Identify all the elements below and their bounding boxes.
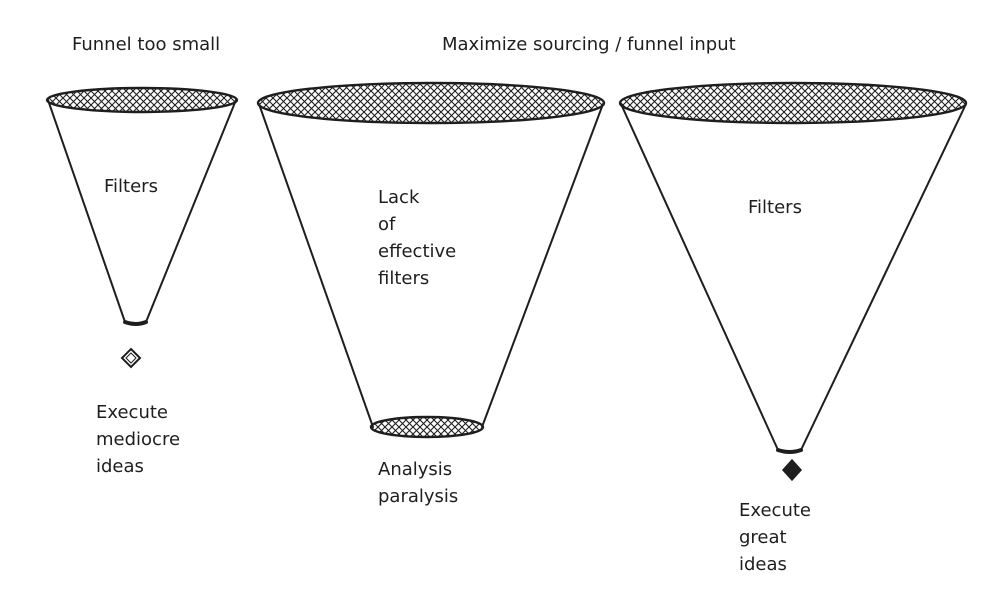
- funnel-effective-output-label: Execute great ideas: [739, 500, 817, 575]
- funnel-wide-bottom-rim: [369, 415, 485, 439]
- funnel-wide-body-label: Lack of effective filters: [378, 187, 462, 289]
- funnel-wide-outlet: Lack of effective filters Analysis paral…: [256, 81, 606, 507]
- filled-diamond-icon: [781, 458, 803, 482]
- funnel-small-left-wall: [47, 99, 126, 323]
- funnel-effective-right-wall: [800, 103, 967, 451]
- funnel-small-output-label: Execute mediocre ideas: [96, 402, 186, 477]
- funnel-small: Filters Execute mediocre ideas: [45, 86, 239, 477]
- funnel-wide-top-rim: [256, 81, 606, 125]
- funnel-effective-top-rim: [618, 81, 968, 125]
- heading-funnel-too-small: Funnel too small: [72, 34, 220, 55]
- funnel-small-outlet: [123, 320, 148, 326]
- funnel-small-right-wall: [145, 99, 237, 323]
- funnel-wide-left-wall: [258, 103, 374, 428]
- hollow-diamond-icon: [120, 347, 142, 369]
- funnel-effective-outlet: [776, 448, 803, 454]
- funnel-wide-right-wall: [481, 103, 604, 428]
- funnel-small-top-rim: [45, 86, 239, 114]
- funnel-wide-output-label: Analysis paralysis: [378, 459, 458, 507]
- heading-maximize-sourcing: Maximize sourcing / funnel input: [442, 34, 736, 55]
- hollow-diamond-inner-icon: [125, 352, 137, 364]
- funnel-effective-body-label: Filters: [748, 197, 802, 218]
- funnel-effective: Filters Execute great ideas: [618, 81, 968, 575]
- funnel-effective-left-wall: [620, 103, 779, 451]
- funnel-small-body-label: Filters: [104, 176, 158, 197]
